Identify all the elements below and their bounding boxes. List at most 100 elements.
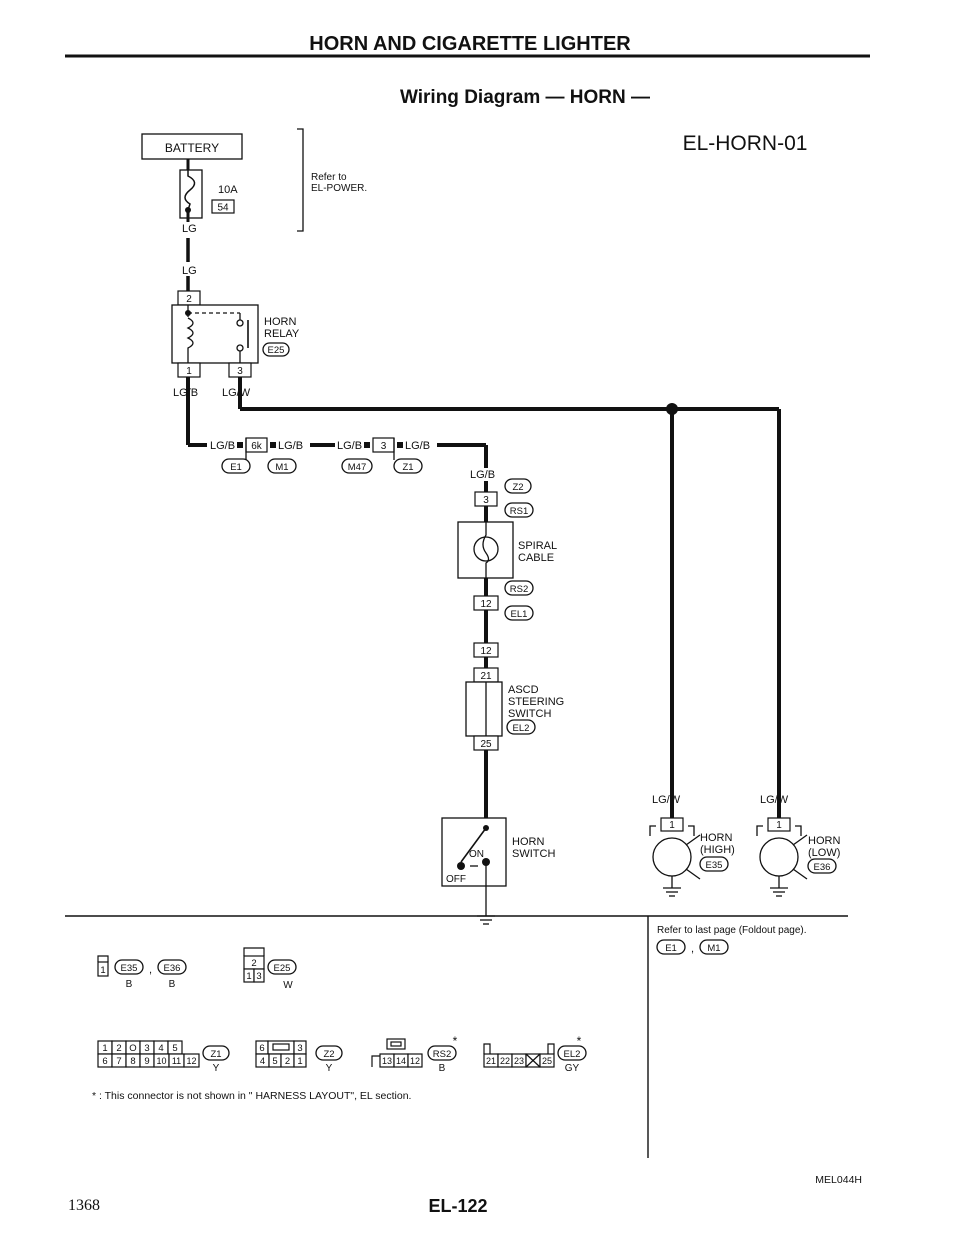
refer-bracket: [297, 128, 304, 232]
fuse-box: [179, 169, 203, 219]
svg-text:*: *: [577, 1034, 582, 1048]
svg-text:11: 11: [172, 1056, 181, 1066]
wire-label-lgb-3: LG/B: [278, 440, 303, 452]
svg-text:Z2: Z2: [323, 1049, 334, 1060]
svg-text:GY: GY: [565, 1063, 580, 1074]
svg-text:5: 5: [172, 1043, 177, 1054]
svg-text:12: 12: [410, 1056, 420, 1066]
connector-e25: 2 1 3 E25 W: [243, 947, 297, 991]
svg-text:10: 10: [156, 1056, 166, 1066]
connector-e35-e36: 1 E35 , E36 B B: [97, 955, 187, 990]
svg-text:4: 4: [158, 1043, 163, 1054]
diagram-subtitle: Wiring Diagram — HORN —: [400, 87, 650, 108]
ground-icon: [477, 915, 495, 925]
connector-z1: 1 2 O 3 4 5 6 7 8 9 10 11 12 Z1 Y: [97, 1040, 230, 1074]
horn-switch-icon: [460, 827, 487, 863]
svg-text:B: B: [439, 1063, 446, 1074]
joint-conn-z1: Z1: [402, 462, 413, 473]
battery-box: [141, 133, 243, 160]
fuse-icon: [184, 170, 196, 211]
connector-el2: 21 22 23 25 EL2 * GY: [483, 1034, 587, 1074]
ascd-pin-12: 12: [480, 646, 492, 657]
svg-text:E25: E25: [274, 963, 291, 974]
fuse-number: 54: [217, 203, 229, 214]
wire-label-lgw-3: LG/W: [760, 794, 789, 806]
relay-pin-1: 1: [186, 366, 192, 377]
connector-rs2: 13 14 12 RS2 * B: [371, 1034, 458, 1074]
ascd-connector: EL2: [513, 723, 530, 734]
footnote: * : This connector is not shown in " HAR…: [92, 1090, 411, 1102]
wire-label-lgb-6: LG/B: [470, 469, 495, 481]
horn-relay-box: [171, 304, 259, 364]
ascd-name-3: SWITCH: [508, 708, 551, 720]
ground-icon: [770, 887, 788, 897]
svg-text:*: *: [453, 1034, 458, 1048]
svg-text:13: 13: [382, 1056, 392, 1066]
svg-text:Z1: Z1: [210, 1049, 221, 1060]
horn-low-connector: E36: [814, 862, 831, 873]
wire-label-lgb-5: LG/B: [405, 440, 430, 452]
wire-label-lgw-2: LG/W: [652, 794, 681, 806]
svg-text:E36: E36: [164, 963, 181, 974]
relay-pin-2: 2: [186, 294, 192, 305]
refer-text-2: EL-POWER.: [311, 183, 367, 194]
horn-high-name-1: HORN: [700, 832, 732, 844]
svg-text:22: 22: [500, 1056, 510, 1066]
svg-text:21: 21: [486, 1056, 496, 1066]
joint-conn-e1: E1: [230, 462, 242, 473]
page-number: 1368: [68, 1197, 100, 1214]
spiral-name-2: CABLE: [518, 552, 554, 564]
ground-icon: [663, 887, 681, 897]
svg-text:2: 2: [251, 958, 256, 969]
wire-label-lgb-2: LG/B: [210, 440, 235, 452]
wire-label-lg-2: LG: [182, 265, 197, 277]
horn-switch-name-1: HORN: [512, 836, 544, 848]
horn-switch-on: ON: [469, 849, 484, 860]
ascd-switch-box: [465, 681, 503, 737]
wire-label-lgw-1: LG/W: [222, 387, 251, 399]
horn-switch-box: [441, 817, 507, 887]
svg-text:5: 5: [272, 1056, 277, 1067]
svg-text:B: B: [169, 979, 176, 990]
joint-conn-m1: M1: [275, 462, 288, 473]
horn-high-connector: E35: [706, 860, 723, 871]
refer-text-1: Refer to: [311, 172, 347, 183]
svg-text:B: B: [126, 979, 133, 990]
svg-text:1: 1: [246, 971, 251, 982]
battery-label: BATTERY: [165, 141, 219, 155]
svg-text:12: 12: [186, 1056, 196, 1066]
svg-text:1: 1: [102, 1043, 107, 1054]
svg-text:W: W: [283, 980, 293, 991]
svg-text:6: 6: [102, 1056, 107, 1067]
svg-text:2: 2: [116, 1043, 121, 1054]
relay-connector: E25: [268, 345, 285, 356]
svg-text:4: 4: [260, 1056, 265, 1067]
svg-text:Y: Y: [213, 1063, 220, 1074]
spiral-name-1: SPIRAL: [518, 540, 557, 552]
wire-label-lgb-1: LG/B: [173, 387, 198, 399]
svg-text:O: O: [129, 1043, 136, 1054]
svg-text:14: 14: [396, 1056, 406, 1066]
svg-text:3: 3: [144, 1043, 149, 1054]
svg-text:Y: Y: [326, 1063, 333, 1074]
svg-text:3: 3: [297, 1043, 302, 1054]
ascd-pin-21: 21: [480, 671, 492, 682]
svg-text:1: 1: [297, 1056, 302, 1067]
foldout-conn-e1: E1: [665, 943, 677, 954]
foldout-sep: ,: [691, 943, 694, 955]
svg-text:2: 2: [285, 1056, 290, 1067]
svg-text:9: 9: [144, 1056, 149, 1067]
ascd-pin-25: 25: [480, 739, 492, 750]
horn-switch-name-2: SWITCH: [512, 848, 555, 860]
svg-text:23: 23: [514, 1056, 524, 1066]
spiral-conn-el1: EL1: [511, 609, 528, 620]
horn-high-name-2: (HIGH): [700, 844, 735, 856]
horn-low-pin: 1: [776, 820, 782, 831]
horn-switch-off: OFF: [446, 874, 466, 885]
relay-name-1: HORN: [264, 316, 296, 328]
svg-text:1: 1: [100, 965, 105, 976]
joint-pin-3: 3: [381, 441, 387, 452]
diagram-id: EL-HORN-01: [683, 132, 808, 155]
svg-text:3: 3: [256, 971, 261, 982]
